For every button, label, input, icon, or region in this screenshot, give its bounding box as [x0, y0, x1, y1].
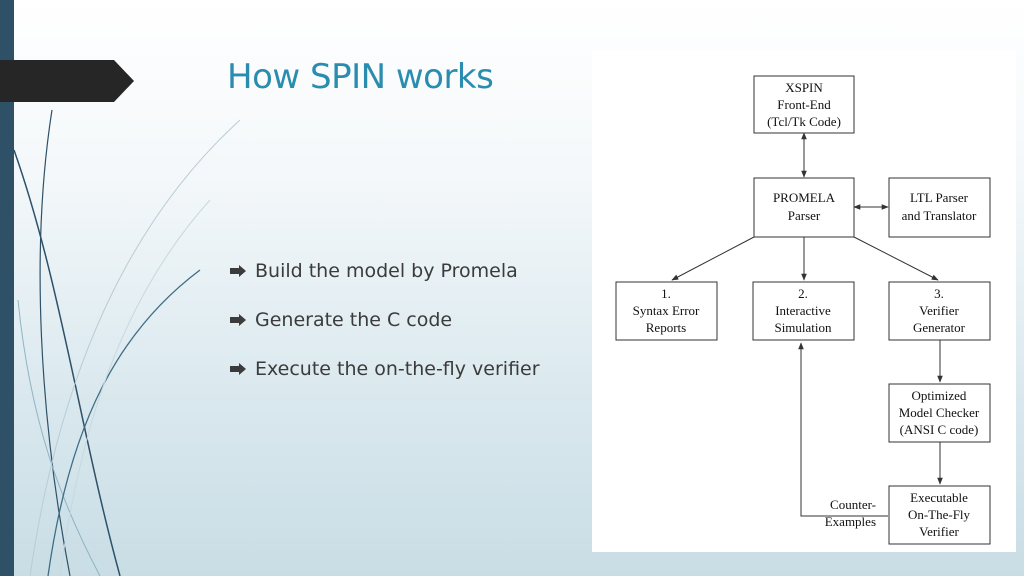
node-promela-line2: Parser — [788, 208, 821, 223]
bullet-text: Generate the C code — [255, 308, 453, 331]
node-xspin-line3: (Tcl/Tk Code) — [767, 114, 841, 129]
left-accent-bar — [0, 0, 14, 576]
node-xspin-line2: Front-End — [777, 97, 831, 112]
node-checker-line1: Optimized — [912, 388, 967, 403]
node-promela-line1: PROMELA — [773, 190, 836, 205]
node-syntax-error-reports: 1. Syntax Error Reports — [615, 281, 718, 341]
node-executable-line2: On-The-Fly — [908, 507, 971, 522]
node-checker-line3: (ANSI C code) — [900, 422, 979, 437]
counter-examples-label: Counter- Examples — [825, 497, 876, 529]
title-tab-arrow — [0, 60, 134, 102]
edge-promela-generator — [853, 236, 939, 281]
bullet-item: Generate the C code — [230, 295, 540, 344]
connectors — [671, 132, 943, 517]
bullet-item: Execute the on-the-fly verifier — [230, 344, 540, 393]
bullet-text: Build the model by Promela — [255, 259, 518, 282]
arrow-bullet-icon — [230, 362, 246, 375]
counter-examples-line1: Counter- — [830, 497, 876, 512]
node-verifier-generator: 3. Verifier Generator — [888, 281, 991, 341]
node-xspin-line1: XSPIN — [785, 80, 823, 95]
node-executable-line1: Executable — [910, 490, 968, 505]
node-xspin-front-end: XSPIN Front-End (Tcl/Tk Code) — [753, 75, 855, 134]
node-interactive-line1: 2. — [798, 286, 808, 301]
arrow-bullet-icon — [230, 264, 246, 277]
bullet-text: Execute the on-the-fly verifier — [255, 357, 540, 380]
diagram-canvas: XSPIN Front-End (Tcl/Tk Code) PROMELA Pa… — [615, 75, 991, 545]
arrow-bullet-icon — [230, 313, 246, 326]
edge-counterexamples — [798, 342, 888, 517]
bullet-item: Build the model by Promela — [230, 246, 540, 295]
node-generator-line1: 3. — [934, 286, 944, 301]
node-syntax-line3: Reports — [646, 320, 686, 335]
node-interactive-line3: Simulation — [774, 320, 832, 335]
node-checker-line2: Model Checker — [899, 405, 980, 420]
node-promela-parser: PROMELA Parser — [753, 177, 855, 238]
node-interactive-simulation: 2. Interactive Simulation — [752, 281, 855, 341]
bullet-list: Build the model by Promela Generate the … — [230, 246, 540, 393]
node-syntax-line2: Syntax Error — [633, 303, 700, 318]
node-interactive-line2: Interactive — [775, 303, 831, 318]
node-optimized-model-checker: Optimized Model Checker (ANSI C code) — [888, 383, 991, 443]
slide-title: How SPIN works — [227, 57, 494, 97]
node-syntax-line1: 1. — [661, 286, 671, 301]
decorative-curves — [13, 109, 241, 576]
spin-architecture-diagram: XSPIN Front-End (Tcl/Tk Code) PROMELA Pa… — [592, 50, 1016, 552]
node-generator-line2: Verifier — [919, 303, 959, 318]
node-ltl-line1: LTL Parser — [910, 190, 969, 205]
node-ltl-parser: LTL Parser and Translator — [888, 177, 991, 238]
node-generator-line3: Generator — [913, 320, 966, 335]
edge-promela-syntax — [671, 236, 755, 281]
node-ltl-line2: and Translator — [902, 208, 977, 223]
node-executable-line3: Verifier — [919, 524, 959, 539]
counter-examples-line2: Examples — [825, 514, 876, 529]
node-executable-verifier: Executable On-The-Fly Verifier — [888, 485, 991, 545]
